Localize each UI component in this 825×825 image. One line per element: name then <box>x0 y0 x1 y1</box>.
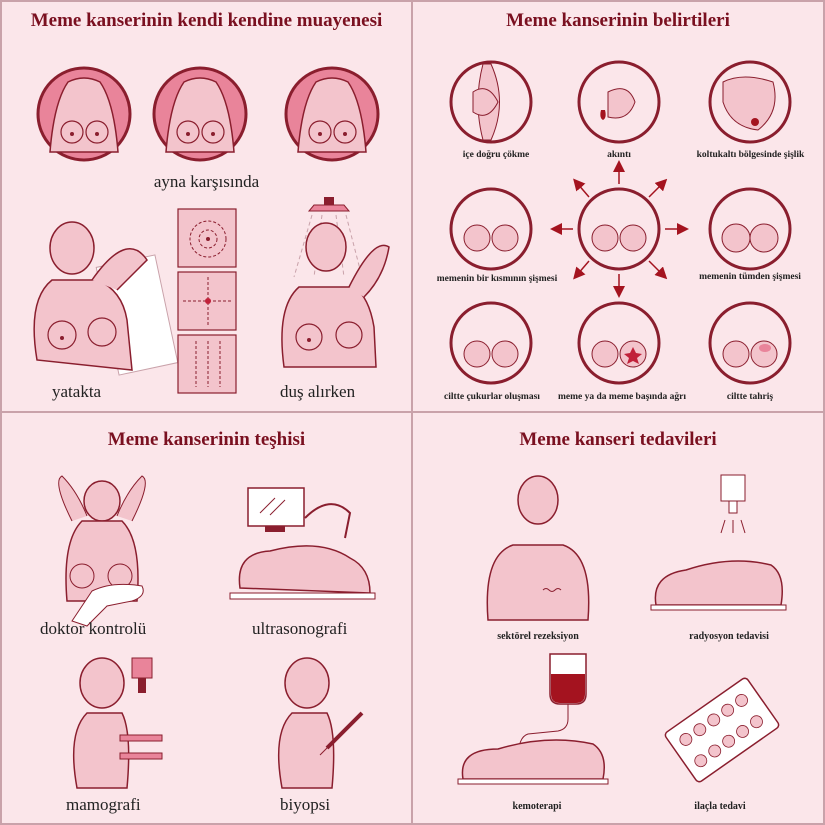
resection-illustration <box>486 475 590 621</box>
doctor-label: doktor kontrolü <box>40 619 147 638</box>
mirror-circle-3 <box>284 66 380 162</box>
radiation-label: radyosyon tedavisi <box>689 631 769 642</box>
self-exam-panel: Meme kanserinin kendi kendine muayenesi <box>0 0 413 413</box>
symptom-full-swelling-circle <box>708 187 792 271</box>
symptom-label-6: meme ya da meme başında ağrı <box>558 392 686 402</box>
symptom-discharge-circle <box>577 60 661 144</box>
mirror-exam-illustrations <box>36 66 380 162</box>
mammography-label: mamografi <box>66 795 141 814</box>
symptom-pain-circle <box>577 301 661 385</box>
chemotherapy-label: kemoterapi <box>512 801 562 812</box>
treatment-title: Meme kanseri tedavileri <box>519 429 717 450</box>
symptom-label-3: memenin bir kısmının şişmesi <box>436 274 558 284</box>
symptom-label-5: ciltte çukurlar oluşması <box>444 392 540 402</box>
symptom-dimpling-circle <box>449 301 533 385</box>
shower-exam-illustration <box>281 197 390 368</box>
self-exam-title: Meme kanserinin kendi kendine muayenesi <box>30 10 383 31</box>
symptom-armpit-swelling-circle <box>708 60 792 144</box>
palpation-technique-boxes <box>177 208 237 394</box>
symptom-arrows <box>550 160 689 298</box>
symptom-label-1: akıntı <box>607 150 631 160</box>
diagnosis-title: Meme kanserinin teşhisi <box>107 429 306 450</box>
radiation-illustration <box>650 474 787 611</box>
bed-label: yatakta <box>52 382 102 401</box>
ultrasound-illustration <box>229 487 376 600</box>
mirror-label: ayna karşısında <box>153 172 260 191</box>
doctor-check-illustration <box>58 475 146 627</box>
symptom-irritation-circle <box>708 301 792 385</box>
biopsy-illustration <box>277 657 364 789</box>
mirror-circle-1 <box>36 66 132 162</box>
pills-illustration <box>664 677 780 783</box>
shower-label: duş alırken <box>280 382 356 401</box>
symptom-center-circle <box>577 187 661 271</box>
pills-label: ilaçla tedavi <box>694 801 746 812</box>
mammography-illustration <box>72 657 163 789</box>
symptom-label-4: memenin tümden şişmesi <box>699 272 801 282</box>
symptom-label-2: koltukaltı bölgesinde şişlik <box>696 150 805 160</box>
symptoms-title: Meme kanserinin belirtileri <box>506 10 730 31</box>
treatment-panel: Meme kanseri tedavileri sektörel rezeksi… <box>411 411 825 825</box>
resection-label: sektörel rezeksiyon <box>497 631 579 642</box>
symptom-retraction-circle <box>449 60 533 144</box>
symptom-label-7: ciltte tahriş <box>726 392 774 402</box>
biopsy-label: biyopsi <box>280 795 331 814</box>
symptom-label-0: içe doğru çökme <box>462 150 530 160</box>
mirror-circle-2 <box>152 66 248 162</box>
diagnosis-panel: Meme kanserinin teşhisi doktor kontrolü … <box>0 411 413 825</box>
ultrasound-label: ultrasonografi <box>252 619 348 638</box>
bed-exam-illustration <box>33 221 179 376</box>
symptom-partial-swelling-circle <box>449 187 533 271</box>
symptom-illustrations <box>449 60 792 385</box>
symptoms-panel: Meme kanserinin belirtileri <box>411 0 825 413</box>
chemotherapy-illustration <box>457 653 609 785</box>
